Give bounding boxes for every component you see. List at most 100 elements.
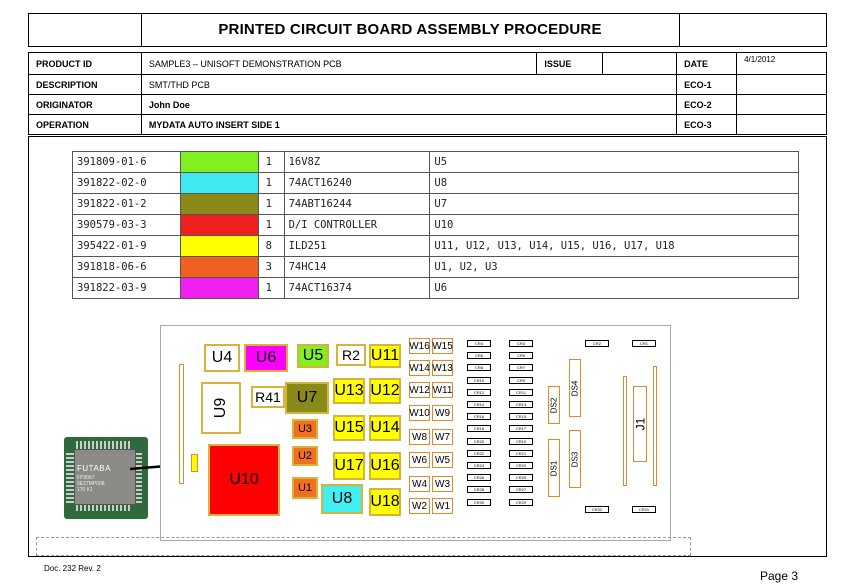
cr-component: CR12	[467, 388, 491, 396]
component-u2: U2	[292, 446, 318, 466]
meta-row-operation: OPERATION MYDATA AUTO INSERT SIDE 1 ECO-…	[28, 114, 827, 135]
component-u14: U14	[369, 415, 401, 441]
cr-component: CR23	[509, 462, 533, 469]
display-ds3: DS3	[569, 430, 581, 488]
pad-w5: W5	[432, 452, 453, 468]
pad-w8: W8	[409, 429, 430, 445]
pad-w7: W7	[432, 429, 453, 445]
pad-w1: W1	[432, 498, 453, 514]
cr-component: CR9	[509, 376, 533, 384]
cr-component: CR30	[467, 498, 491, 506]
component-u1: U1	[292, 477, 318, 499]
component-u5: U5	[297, 344, 329, 368]
display-ds1: DS1	[548, 439, 560, 497]
cr-component: CR25	[509, 474, 533, 482]
cr-component: CR8	[467, 364, 491, 372]
color-swatch	[179, 277, 259, 299]
cr-component: CR15	[509, 413, 533, 421]
pad-w15: W15	[432, 338, 453, 354]
cr-component: CR3	[509, 340, 533, 347]
component-u16: U16	[369, 452, 401, 480]
pad-w12: W12	[409, 382, 430, 398]
part-number: 391818-06-6	[72, 256, 181, 278]
cr-top-1: CR2	[585, 340, 609, 347]
component-u9: U9	[201, 382, 241, 434]
component-u18: U18	[369, 488, 401, 516]
pad-w6: W6	[409, 452, 430, 468]
pad-w14: W14	[409, 360, 430, 376]
cr-component: CR20	[467, 437, 491, 445]
meta-row-originator: ORIGINATOR John Doe ECO-2	[28, 94, 827, 115]
cr-component: CR26	[467, 474, 491, 482]
chip-brand: FUTABA	[77, 464, 111, 473]
cr-component: CR16	[467, 413, 491, 421]
cr-component: CR10	[467, 376, 491, 384]
display-ds4: DS4	[569, 359, 581, 417]
cr-component: CR17	[509, 425, 533, 433]
chip-photo: FUTABA FP9067 0E27MP008 170 K1	[64, 437, 148, 519]
cr-bottom-2: CR31	[632, 506, 656, 513]
component-u7: U7	[285, 382, 329, 414]
cr-component: CR7	[509, 364, 533, 372]
component-u12: U12	[369, 378, 401, 404]
component-u3: U3	[292, 419, 318, 439]
component-r2: R2	[336, 344, 366, 366]
content-frame	[28, 136, 827, 557]
cr-component: CR21	[509, 449, 533, 457]
pcb-board: U4 U6 U5 R2 U11 U9 R41 U7 U13 U12 U3 U15…	[160, 325, 671, 541]
component-u17: U17	[333, 452, 365, 480]
connector-j1: J1	[633, 386, 647, 462]
component-u4: U4	[204, 344, 240, 372]
chip-code: FP9067 0E27MP008 170 K1	[77, 475, 105, 493]
pad-w11: W11	[432, 382, 453, 398]
pad-w9: W9	[432, 405, 453, 421]
component-u13: U13	[333, 378, 365, 404]
pad-w13: W13	[432, 360, 453, 376]
cr-component: CR19	[509, 437, 533, 445]
pad-w2: W2	[409, 498, 430, 514]
cr-top-2: CR1	[632, 340, 656, 347]
cr-bottom-1: CR32	[585, 506, 609, 513]
display-ds2: DS2	[548, 386, 560, 424]
color-swatch	[179, 151, 259, 173]
document-revision: Doc. 232 Rev. 2	[44, 564, 101, 573]
page-number: Page 3	[760, 569, 799, 583]
part-description: 74ACT16374	[283, 277, 431, 299]
component-u6: U6	[244, 344, 288, 372]
page-title: PRINTED CIRCUIT BOARD ASSEMBLY PROCEDURE	[218, 21, 602, 38]
part-number: 390579-03-3	[72, 214, 181, 236]
connector-bar-left	[623, 376, 627, 486]
cr-component: CR22	[467, 449, 491, 457]
color-swatch	[179, 193, 259, 215]
component-u8: U8	[321, 484, 363, 514]
pad-w4: W4	[409, 476, 430, 492]
operation-label: OPERATION	[28, 114, 142, 135]
component-r41: R41	[251, 386, 285, 408]
cr-component: CR29	[509, 498, 533, 506]
meta-table: PRODUCT ID SAMPLE3 – UNISOFT DEMONSTRATI…	[28, 52, 827, 135]
cr-component: CR6	[467, 352, 491, 360]
component-u15: U15	[333, 415, 365, 441]
meta-row-description: DESCRIPTION SMT/THD PCB ECO-1	[28, 74, 827, 95]
part-number: 391822-03-9	[72, 277, 181, 299]
component-u11: U11	[369, 344, 401, 368]
connector-bar-right	[653, 366, 657, 486]
left-strip	[179, 364, 184, 484]
cr-component: CR27	[509, 486, 533, 494]
cr-component: CR28	[467, 486, 491, 494]
color-swatch	[179, 214, 259, 236]
pad-w10: W10	[409, 405, 430, 421]
dashed-region	[36, 537, 691, 556]
reference-designators: U6	[429, 277, 799, 299]
pad-w16: W16	[409, 338, 430, 354]
left-small-part	[191, 454, 198, 472]
part-description: 74HC14	[283, 256, 431, 278]
color-swatch	[179, 256, 259, 278]
cr-component: CR14	[467, 401, 491, 408]
